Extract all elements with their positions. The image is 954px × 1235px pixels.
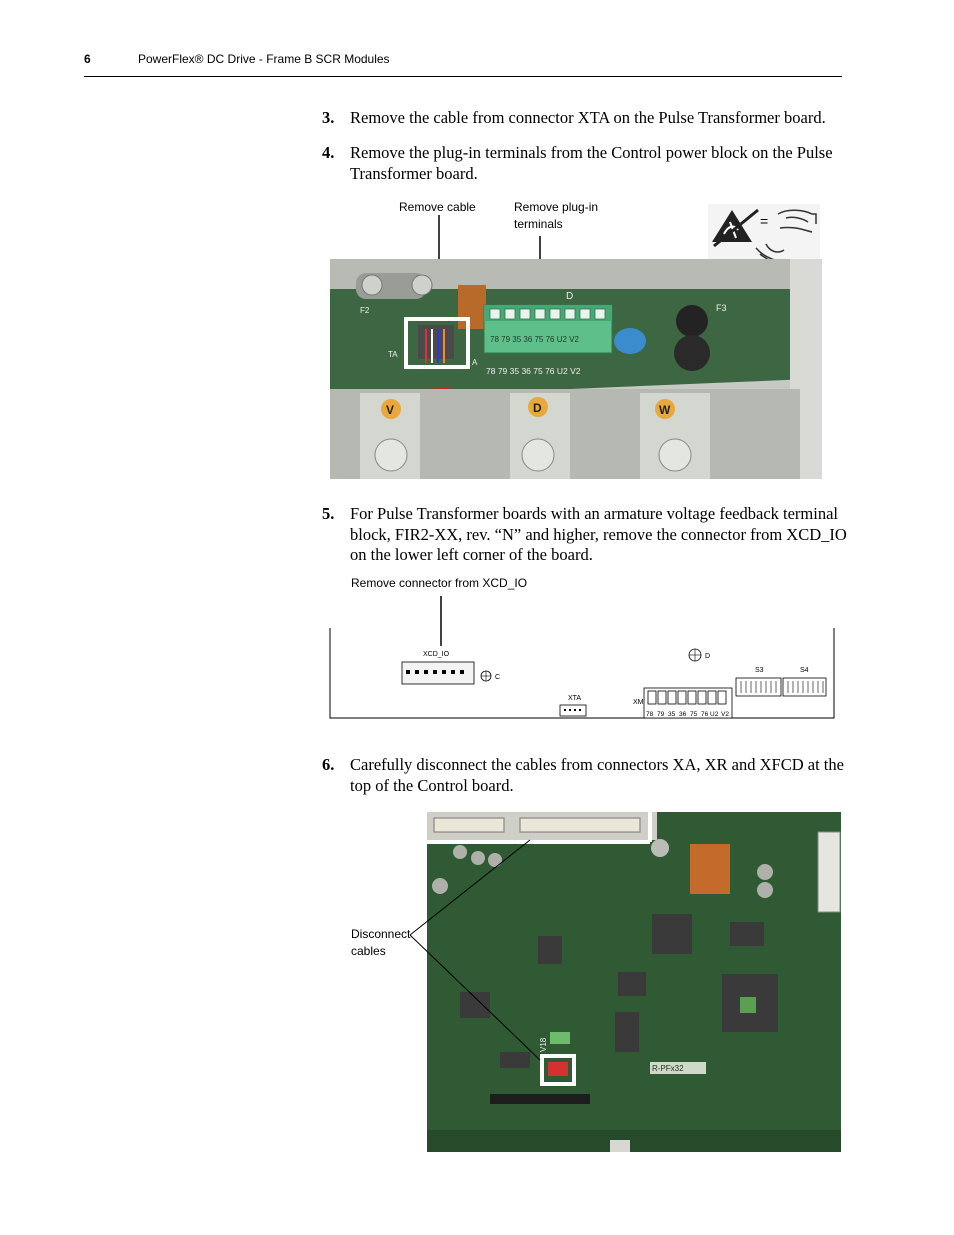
esd-warning-icon: =	[708, 204, 820, 268]
xm-terminal-36: 36	[679, 711, 687, 718]
phase-marker-d	[528, 397, 548, 417]
xta-highlight-box	[404, 317, 470, 369]
board-mark-f3: F3	[716, 303, 727, 313]
v18-label: V18	[539, 1037, 548, 1052]
step-number: 5.	[322, 504, 335, 523]
dip-switch-s3	[735, 677, 782, 697]
board-mark-ta: TA	[388, 350, 398, 359]
callout-remove-connector: Remove connector from XCD_IO	[351, 576, 528, 590]
phase-label-v: V	[386, 403, 394, 417]
phase-label-w: W	[659, 403, 671, 417]
xm-label: XM	[633, 699, 644, 706]
step-text: For Pulse Transformer boards with an arm…	[350, 504, 847, 564]
xm-terminal-35: 35	[668, 711, 676, 718]
step-text: Remove the cable from connector XTA on t…	[350, 108, 826, 127]
d-label: D	[705, 653, 710, 660]
xcd-io-label: XCD_IO	[423, 651, 450, 658]
xm-terminal-78: 78	[646, 711, 654, 718]
xcd-io-connector	[401, 661, 475, 685]
phase-label-d: D	[533, 401, 542, 415]
terminal-labels-bottom: 78 79 35 36 75 76 U2 V2	[486, 366, 581, 376]
phase-marker-w	[655, 399, 675, 419]
s3-label: S3	[755, 667, 764, 674]
board-mark-a: A	[472, 358, 478, 367]
xm-terminal-79: 79	[657, 711, 665, 718]
step-number: 4.	[322, 143, 335, 162]
s4-label: S4	[800, 667, 809, 674]
callout-remove-terminals-line1: Remove plug-in	[514, 200, 599, 214]
callout-remove-terminals-line2: terminals	[514, 217, 563, 231]
xm-terminal-v2: V2	[721, 711, 729, 718]
page-number: 6	[84, 52, 91, 66]
board-layout-drawing: XCD_IO C D XTA XM 78 79 35 36 75 76 U2 V…	[329, 596, 835, 719]
callout-leader-2	[409, 934, 541, 1061]
board-mark-f2: F2	[360, 306, 370, 315]
xfcd-highlight-box	[540, 1054, 576, 1086]
step-text: Remove the plug-in terminals from the Co…	[350, 143, 833, 183]
step-text: Carefully disconnect the cables from con…	[350, 755, 844, 795]
callout-disconnect-line1: Disconnect	[351, 927, 411, 941]
board-code: R-PFx32	[652, 1064, 684, 1073]
board-mark-d: D	[566, 291, 573, 302]
terminal-labels-top: 78 79 35 36 75 76 U2 V2	[490, 335, 580, 344]
page-header: 6 PowerFlex® DC Drive - Frame B SCR Modu…	[84, 52, 842, 77]
callout-leader-1	[409, 839, 531, 936]
xm-terminal-75: 75	[690, 711, 698, 718]
esd-equals: =	[760, 213, 768, 229]
callout-remove-cable: Remove cable	[399, 200, 476, 214]
step-number: 3.	[322, 108, 335, 127]
xm-terminal-76: 76	[701, 711, 709, 718]
running-title: PowerFlex® DC Drive - Frame B SCR Module…	[138, 52, 390, 66]
xm-terminal-u2: U2	[710, 711, 719, 718]
callout-disconnect-line2: cables	[351, 944, 386, 958]
dip-switch-s4	[782, 677, 827, 697]
step-number: 6.	[322, 755, 335, 774]
xta-connector	[559, 704, 587, 717]
c-label: C	[495, 674, 500, 681]
phase-marker-v	[381, 399, 401, 419]
xta-label: XTA	[568, 695, 581, 702]
pulse-transformer-photo: D F3 F2 TA A 78 79 35 36 75 76 U2 V2 78 …	[330, 215, 822, 479]
control-board-photo: R-PFx32 V18	[409, 812, 841, 1152]
